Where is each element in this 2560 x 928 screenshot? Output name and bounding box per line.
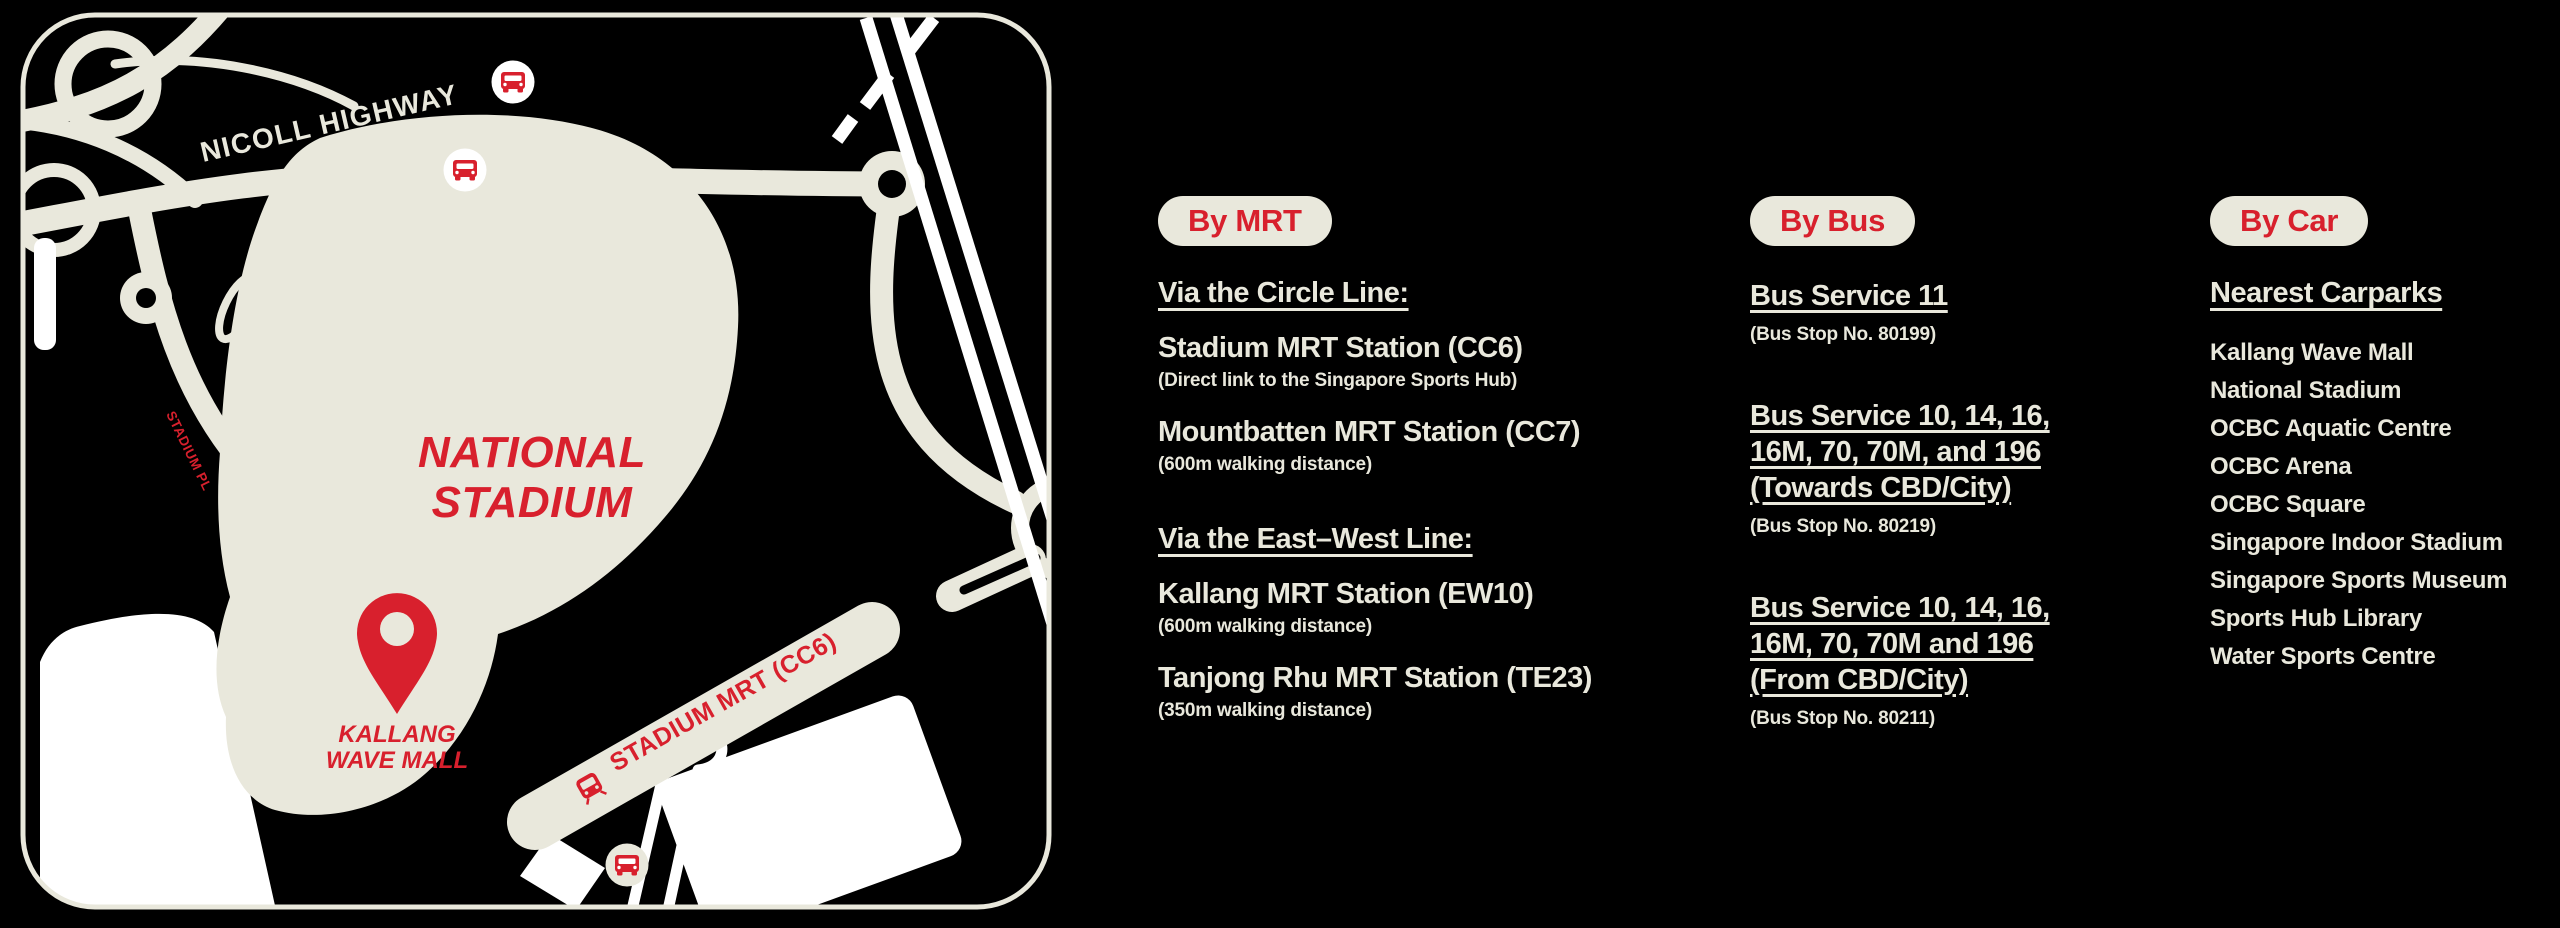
map-card-border	[20, 12, 1052, 910]
stadium-blob	[216, 114, 739, 815]
list-item: Mountbatten MRT Station (CC7) (600m walk…	[1158, 416, 1628, 476]
building-block	[658, 695, 962, 907]
national-stadium-label-line2: STADIUM	[432, 478, 634, 527]
bus-stop-icon	[605, 843, 649, 887]
station-note: (600m walking distance)	[1158, 616, 1372, 637]
nearest-carparks-heading: Nearest Carparks	[2210, 277, 2443, 309]
carpark-item: Water Sports Centre	[2210, 643, 2436, 670]
bus-service-heading: Bus Service 10, 14, 16, 16M, 70, 70M and…	[1750, 592, 2050, 696]
section-by-bus: By Bus Bus Service 11 (Bus Stop No. 8019…	[1750, 196, 2112, 782]
bus-stop-note: (Bus Stop No. 80219)	[1750, 516, 1937, 537]
station-note: (600m walking distance)	[1158, 454, 1372, 475]
bus-stop-icon	[491, 60, 535, 104]
bridge-dashes	[831, 15, 940, 144]
by-car-pill: By Car	[2210, 196, 2369, 246]
carpark-item: OCBC Arena	[2210, 453, 2352, 480]
national-stadium-label-line1: NATIONAL	[418, 428, 646, 477]
kallang-wave-mall-label-line2: WAVE MALL	[326, 747, 468, 774]
by-mrt-pill-label: By MRT	[1188, 203, 1302, 238]
circle-line-heading: Via the Circle Line:	[1158, 277, 1409, 309]
carpark-item: Sports Hub Library	[2210, 605, 2422, 632]
list-item: Kallang MRT Station (EW10) (600m walking…	[1158, 578, 1628, 638]
ramp-slot	[959, 553, 1041, 595]
bus-stop-note: (Bus Stop No. 80211)	[1750, 708, 1935, 729]
station-title: Tanjong Rhu MRT Station (TE23)	[1158, 662, 1592, 694]
by-mrt-pill: By MRT	[1158, 196, 1332, 246]
carpark-item: OCBC Square	[2210, 491, 2366, 518]
list-item: Tanjong Rhu MRT Station (TE23) (350m wal…	[1158, 662, 1628, 722]
kallang-pin-icon	[357, 593, 437, 714]
carpark-item: Singapore Indoor Stadium	[2210, 529, 2503, 556]
location-map: NICOLL HIGHWAY NATIONAL STADIUM STADIUM …	[20, 12, 1052, 910]
station-note: (350m walking distance)	[1158, 700, 1372, 721]
list-item: Bus Service 11 (Bus Stop No. 80199)	[1750, 278, 2112, 346]
section-by-car: By Car Nearest Carparks Kallang Wave Mal…	[2210, 196, 2550, 676]
by-car-pill-label: By Car	[2240, 203, 2339, 238]
east-west-line-heading: Via the East–West Line:	[1158, 523, 1473, 555]
bus-stop-icon	[443, 148, 487, 192]
carpark-item: Kallang Wave Mall	[2210, 339, 2414, 366]
bus-service-heading: Bus Service 11	[1750, 280, 1948, 312]
station-title: Mountbatten MRT Station (CC7)	[1158, 416, 1581, 448]
kallang-wave-mall-label-line1: KALLANG	[338, 721, 455, 748]
list-item: Bus Service 10, 14, 16, 16M, 70, 70M, an…	[1750, 398, 2112, 538]
station-title: Stadium MRT Station (CC6)	[1158, 332, 1523, 364]
station-note: (Direct link to the Singapore Sports Hub…	[1158, 370, 1518, 391]
section-by-mrt: By MRT Via the Circle Line: Stadium MRT …	[1158, 196, 1628, 746]
list-item: Stadium MRT Station (CC6) (Direct link t…	[1158, 332, 1628, 392]
by-bus-pill-label: By Bus	[1780, 203, 1886, 238]
carpark-item: National Stadium	[2210, 377, 2402, 404]
list-item: Bus Service 10, 14, 16, 16M, 70, 70M and…	[1750, 590, 2112, 730]
bus-service-heading: Bus Service 10, 14, 16, 16M, 70, 70M, an…	[1750, 400, 2050, 504]
bus-stop-note: (Bus Stop No. 80199)	[1750, 324, 1937, 345]
map-svg: NICOLL HIGHWAY NATIONAL STADIUM STADIUM …	[20, 12, 1052, 910]
carpark-item: Singapore Sports Museum	[2210, 567, 2508, 594]
by-bus-pill: By Bus	[1750, 196, 1916, 246]
carpark-item: OCBC Aquatic Centre	[2210, 415, 2452, 442]
station-title: Kallang MRT Station (EW10)	[1158, 578, 1534, 610]
carpark-list: Kallang Wave Mall National Stadium OCBC …	[2210, 334, 2550, 676]
